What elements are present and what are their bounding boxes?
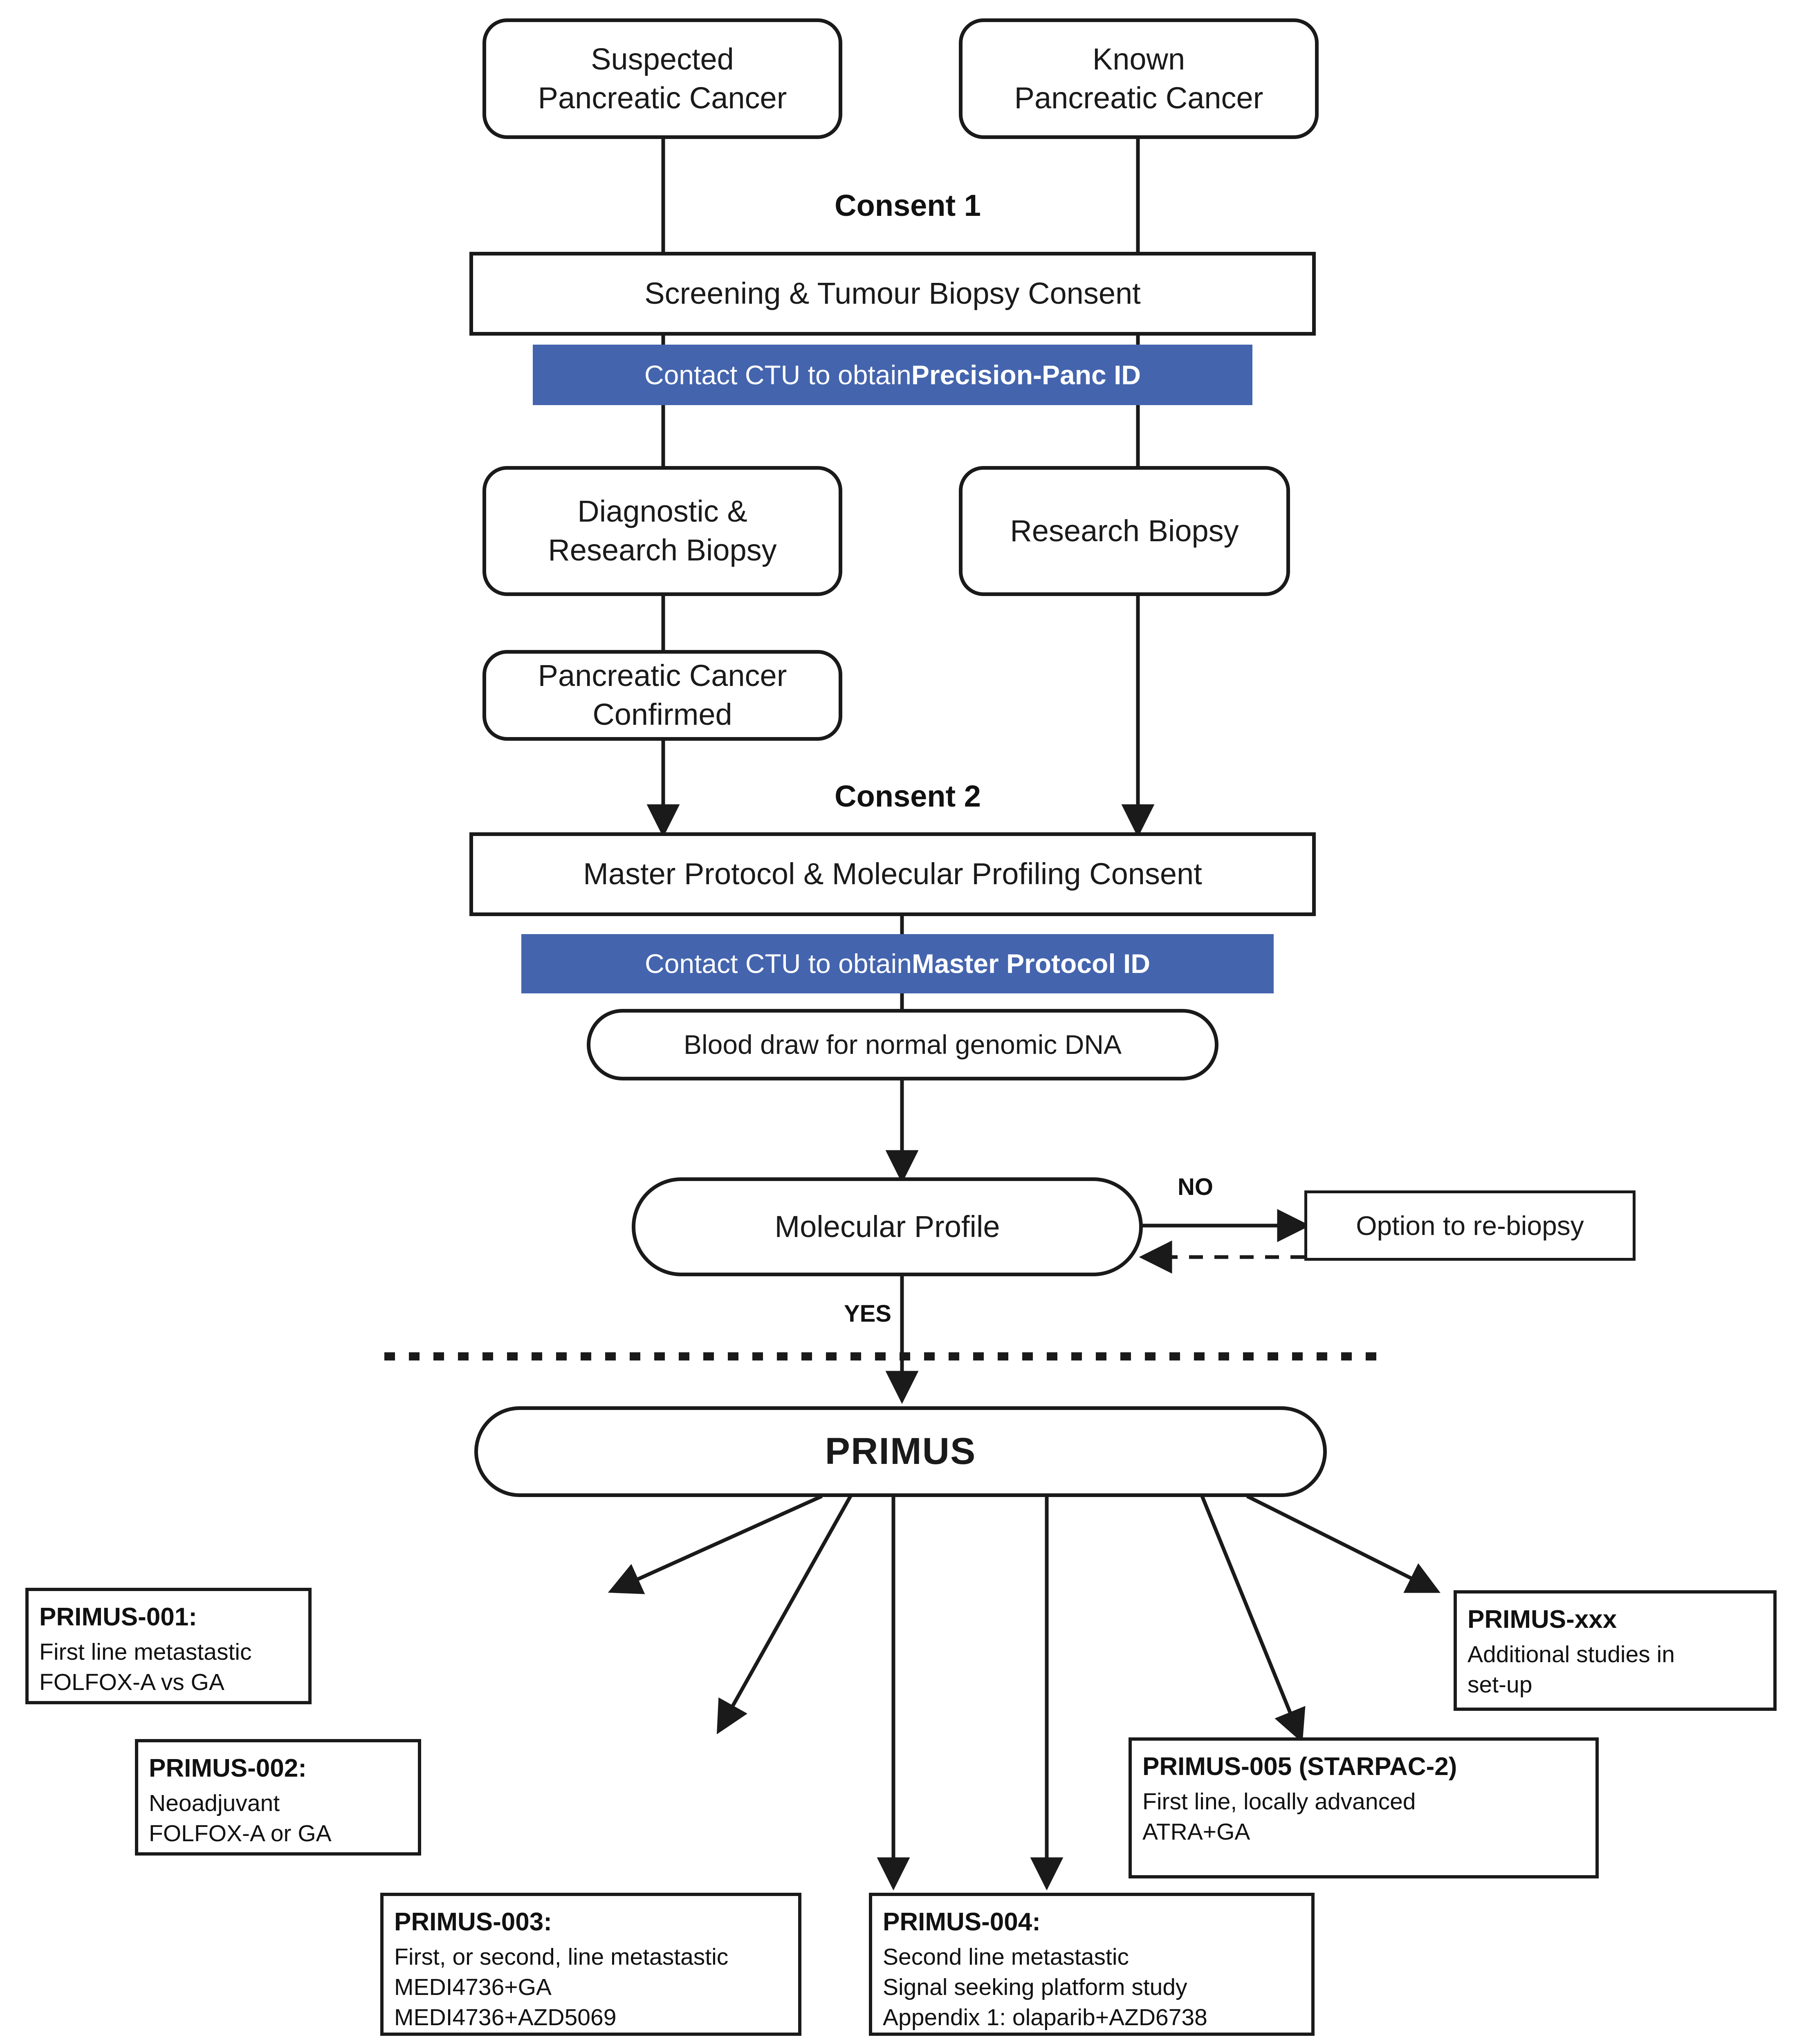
confirmed-line-2: Confirmed	[592, 697, 732, 731]
study-box-primus-002[interactable]: PRIMUS-002: Neoadjuvant FOLFOX-A or GA	[135, 1739, 421, 1856]
ctu-master-id: Master Protocol ID	[911, 948, 1151, 979]
node-molecular-profile[interactable]: Molecular Profile	[632, 1177, 1143, 1276]
primus-003-title: PRIMUS-003:	[394, 1908, 552, 1936]
molecular-profile-text: Molecular Profile	[774, 1209, 1000, 1244]
primus-004-line-3: Appendix 1: olaparib+AZD6738	[883, 2004, 1207, 2031]
primus-004-line-1: Second line metastastic	[883, 1943, 1129, 1970]
primus-004-title: PRIMUS-004:	[883, 1908, 1041, 1936]
node-primus[interactable]: PRIMUS	[474, 1406, 1327, 1497]
study-box-primus-xxx[interactable]: PRIMUS-xxx Additional studies in set-up	[1454, 1590, 1777, 1711]
banner-contact-ctu-master-protocol-id[interactable]: Contact CTU to obtain Master Protocol ID	[521, 934, 1274, 993]
node-known-pancreatic-cancer[interactable]: Known Pancreatic Cancer	[959, 18, 1319, 139]
edge-label-no: NO	[1178, 1174, 1213, 1200]
study-box-primus-005[interactable]: PRIMUS-005 (STARPAC-2) First line, local…	[1129, 1737, 1599, 1878]
screening-consent-text: Screening & Tumour Biopsy Consent	[644, 276, 1141, 311]
study-box-primus-001[interactable]: PRIMUS-001: First line metastastic FOLFO…	[25, 1588, 312, 1704]
research-biopsy-text: Research Biopsy	[1010, 513, 1239, 548]
primus-005-title: PRIMUS-005 (STARPAC-2)	[1142, 1753, 1457, 1781]
node-diagnostic-research-biopsy[interactable]: Diagnostic & Research Biopsy	[482, 466, 842, 596]
consent-1-label: Consent 1	[835, 188, 981, 222]
node-pancreatic-cancer-confirmed[interactable]: Pancreatic Cancer Confirmed	[482, 650, 842, 741]
diagnostic-line-2: Research Biopsy	[548, 533, 777, 567]
node-research-biopsy[interactable]: Research Biopsy	[959, 466, 1290, 596]
banner-contact-ctu-precision-panc-id[interactable]: Contact CTU to obtain Precision-Panc ID	[533, 345, 1252, 405]
option-rebiopsy-text: Option to re-biopsy	[1356, 1210, 1584, 1241]
primus-003-line-3: MEDI4736+AZD5069	[394, 2004, 617, 2031]
primus-xxx-title: PRIMUS-xxx	[1467, 1605, 1617, 1634]
primus-002-line-1: Neoadjuvant	[149, 1790, 280, 1816]
diagnostic-line-1: Diagnostic &	[577, 494, 747, 529]
node-option-to-re-biopsy[interactable]: Option to re-biopsy	[1304, 1190, 1636, 1261]
primus-xxx-line-2: set-up	[1467, 1671, 1533, 1698]
study-box-primus-003[interactable]: PRIMUS-003: First, or second, line metas…	[380, 1893, 801, 2036]
node-blood-draw[interactable]: Blood draw for normal genomic DNA	[587, 1009, 1218, 1080]
master-consent-text: Master Protocol & Molecular Profiling Co…	[583, 857, 1202, 891]
node-master-protocol-molecular-profiling-consent[interactable]: Master Protocol & Molecular Profiling Co…	[469, 832, 1316, 916]
primus-001-line-1: First line metastastic	[39, 1638, 252, 1665]
ctu-precision-id: Precision-Panc ID	[911, 359, 1141, 390]
primus-xxx-line-1: Additional studies in	[1467, 1641, 1675, 1667]
primus-001-line-2: FOLFOX-A vs GA	[39, 1669, 224, 1695]
primus-005-line-1: First line, locally advanced	[1142, 1788, 1416, 1815]
ctu-precision-prefix: Contact CTU to obtain	[644, 359, 911, 390]
primus-002-title: PRIMUS-002:	[149, 1754, 307, 1782]
blood-draw-text: Blood draw for normal genomic DNA	[683, 1029, 1122, 1060]
primus-label: PRIMUS	[825, 1430, 976, 1472]
primus-004-line-2: Signal seeking platform study	[883, 1974, 1187, 2000]
consent-2-label: Consent 2	[835, 779, 981, 813]
known-line-1: Known	[1092, 42, 1185, 76]
node-screening-tumour-biopsy-consent[interactable]: Screening & Tumour Biopsy Consent	[469, 252, 1316, 336]
primus-003-line-1: First, or second, line metastastic	[394, 1943, 729, 1970]
suspected-line-2: Pancreatic Cancer	[538, 81, 787, 115]
edge-label-yes: YES	[844, 1300, 891, 1327]
primus-001-title: PRIMUS-001:	[39, 1603, 197, 1631]
study-box-primus-004[interactable]: PRIMUS-004: Second line metastastic Sign…	[869, 1893, 1315, 2036]
node-suspected-pancreatic-cancer[interactable]: Suspected Pancreatic Cancer	[482, 18, 842, 139]
ctu-master-prefix: Contact CTU to obtain	[644, 948, 912, 979]
primus-005-line-2: ATRA+GA	[1142, 1818, 1250, 1845]
suspected-line-1: Suspected	[591, 42, 734, 76]
primus-002-line-2: FOLFOX-A or GA	[149, 1820, 332, 1847]
primus-003-line-2: MEDI4736+GA	[394, 1974, 552, 2000]
confirmed-line-1: Pancreatic Cancer	[538, 659, 787, 693]
known-line-2: Pancreatic Cancer	[1014, 81, 1263, 115]
